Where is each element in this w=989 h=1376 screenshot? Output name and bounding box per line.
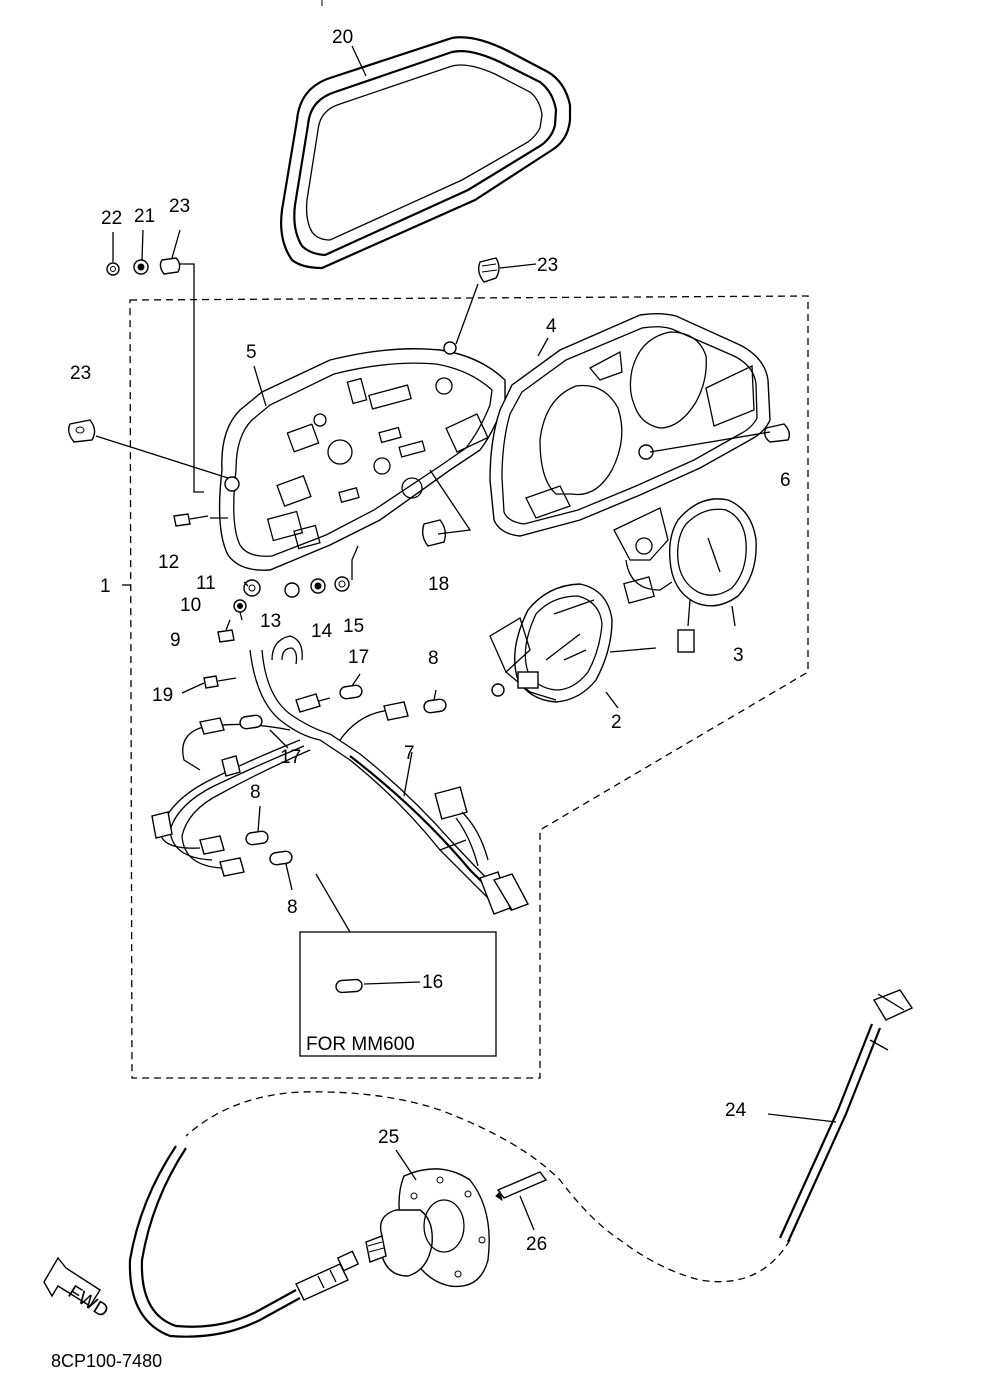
variant-inset-box	[299, 931, 497, 1057]
drawing-code: 8CP100-7480	[51, 1351, 162, 1371]
inset-pointer	[315, 873, 351, 933]
part-13-collar	[284, 582, 300, 598]
label-17-lower: 17	[280, 747, 301, 768]
part-11-nut	[243, 579, 261, 597]
label-5: 5	[246, 342, 257, 363]
leader-20	[351, 45, 367, 77]
label-7: 7	[404, 743, 415, 764]
part-12-screw	[173, 513, 191, 527]
bulbs	[239, 684, 447, 994]
part-25-gear-unit	[365, 1168, 490, 1288]
bulb-8-upper	[423, 698, 447, 714]
label-9: 9	[170, 630, 181, 651]
leader-lines	[95, 229, 837, 1231]
part-9-screw	[217, 629, 235, 643]
cable-lower-run	[128, 1145, 360, 1338]
part-22-nut	[106, 262, 120, 276]
label-16: 16	[422, 972, 443, 993]
label-11: 11	[196, 573, 216, 594]
label-23-left: 23	[70, 363, 91, 384]
label-19: 19	[152, 685, 173, 706]
label-20: 20	[332, 27, 353, 48]
small-hardware	[67, 257, 791, 689]
bulb-17-lower	[239, 714, 263, 730]
leader-16	[363, 981, 421, 985]
part-7-wire-harness	[151, 635, 529, 915]
bulb-17-upper	[339, 684, 363, 700]
label-8-lower-b: 8	[287, 897, 298, 918]
label-25: 25	[378, 1127, 399, 1148]
label-13: 13	[260, 611, 281, 632]
label-12: 12	[158, 552, 179, 573]
label-8-lower-a: 8	[250, 782, 261, 803]
part-20-bezel-trim	[280, 36, 572, 270]
label-8-upper: 8	[428, 648, 439, 669]
label-23-right: 23	[537, 255, 558, 276]
part-18-grommet	[421, 519, 447, 547]
part-6-cap	[763, 423, 791, 443]
label-15: 15	[343, 616, 364, 637]
label-18: 18	[428, 574, 449, 595]
part-2-gauge	[489, 583, 657, 703]
part-5-meter-case	[218, 341, 506, 571]
bulb-16	[335, 978, 363, 994]
part-24-speedometer-cable	[185, 989, 914, 1283]
label-10: 10	[180, 595, 201, 616]
assembly-boundary-dashed	[129, 295, 809, 1079]
label-1: 1	[100, 576, 111, 597]
label-22: 22	[101, 208, 122, 229]
label-23-top: 23	[169, 196, 190, 217]
bulb-8-lower-a	[245, 830, 269, 846]
label-2: 2	[611, 712, 622, 733]
label-4: 4	[546, 316, 557, 337]
forward-arrow-icon: FWD	[43, 1256, 112, 1322]
label-6: 6	[780, 470, 791, 491]
part-26-pin	[495, 1171, 548, 1202]
part-3-gauge	[613, 498, 757, 653]
part-15-collar	[334, 576, 350, 592]
label-14: 14	[311, 621, 333, 642]
label-26: 26	[526, 1234, 547, 1255]
part-19-screw	[203, 675, 219, 689]
label-21: 21	[134, 206, 155, 227]
part-23-grommet-top	[159, 257, 181, 275]
bulb-8-lower-b	[269, 850, 293, 866]
label-3: 3	[733, 645, 744, 666]
label-24: 24	[725, 1100, 747, 1121]
part-23-grommet-left	[67, 419, 96, 443]
inset-note: FOR MM600	[306, 1034, 415, 1055]
label-17-upper: 17	[348, 647, 369, 668]
part-labels: 20 22 21 23 23 23 5 4 6 12 1 11 10 13 14…	[51, 27, 791, 1371]
